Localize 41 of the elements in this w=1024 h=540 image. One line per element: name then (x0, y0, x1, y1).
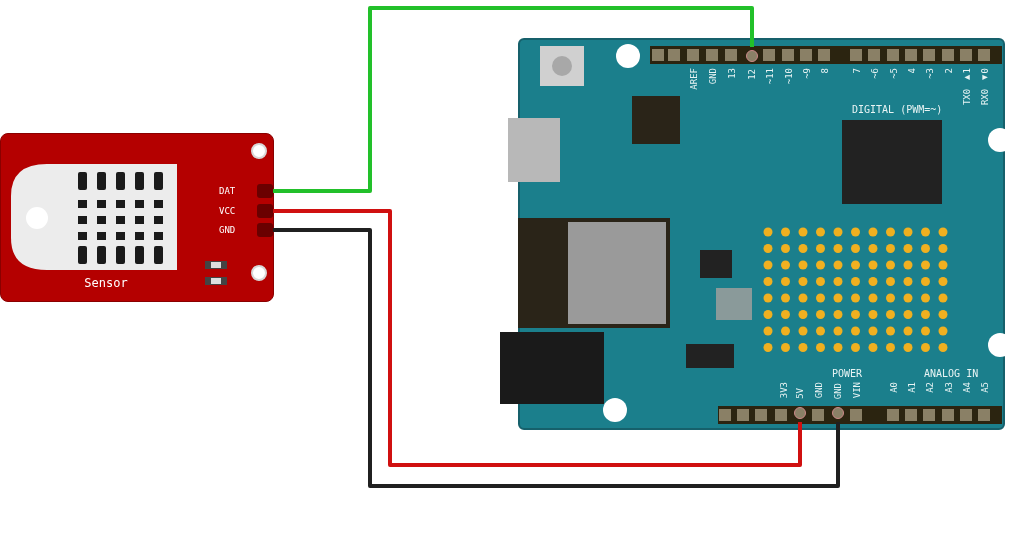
pin-label: 5V (794, 388, 806, 399)
pin-label: A3 (943, 382, 955, 393)
pin-label: ~9 (801, 68, 813, 79)
sensor-module (0, 133, 274, 302)
pin-label: A4 (961, 382, 973, 393)
pin-label: ~11 (764, 68, 776, 85)
pin-label: ~10 (783, 68, 795, 85)
pin-label: GND (219, 225, 237, 235)
section-heading: DIGITAL (PWM=~) (852, 104, 943, 115)
pin-label: A2 (924, 382, 936, 393)
pin-label: A0 (888, 382, 900, 393)
section-heading: POWER (832, 368, 863, 379)
pin-label: AREF (688, 68, 700, 90)
section-heading: ANALOG IN (924, 368, 979, 379)
pin-label: RX0 ◀0 (979, 68, 991, 106)
wire (273, 228, 840, 488)
board-label: Sensor (83, 276, 129, 290)
pin-label: ~6 (869, 68, 881, 79)
pin-label: VCC (219, 206, 237, 216)
pin-label: TX0 ▶1 (961, 68, 973, 106)
pin-label: DAT (219, 186, 237, 196)
pin-label: ~5 (888, 68, 900, 79)
pin-label: 3V3 (778, 382, 790, 399)
pin-label: GND (707, 68, 719, 85)
pin-label: ~3 (924, 68, 936, 79)
pin-label: GND (832, 382, 844, 399)
pin-label: A1 (906, 382, 918, 393)
wire (273, 6, 754, 193)
pin-label: 2 (943, 68, 955, 74)
pin-label: A5 (979, 382, 991, 393)
pin-label: 4 (906, 68, 918, 74)
pin-label: 12 (746, 69, 758, 80)
sensor-pin (219, 202, 273, 220)
sensor-pin (219, 221, 273, 239)
sensor-pin (219, 182, 273, 200)
pin-label: 8 (819, 68, 831, 74)
pin-label: GND (813, 382, 825, 399)
pin-label: VIN (851, 382, 863, 399)
pin-label: 13 (726, 68, 738, 79)
wire (273, 209, 802, 467)
pin-label: 7 (851, 68, 863, 74)
